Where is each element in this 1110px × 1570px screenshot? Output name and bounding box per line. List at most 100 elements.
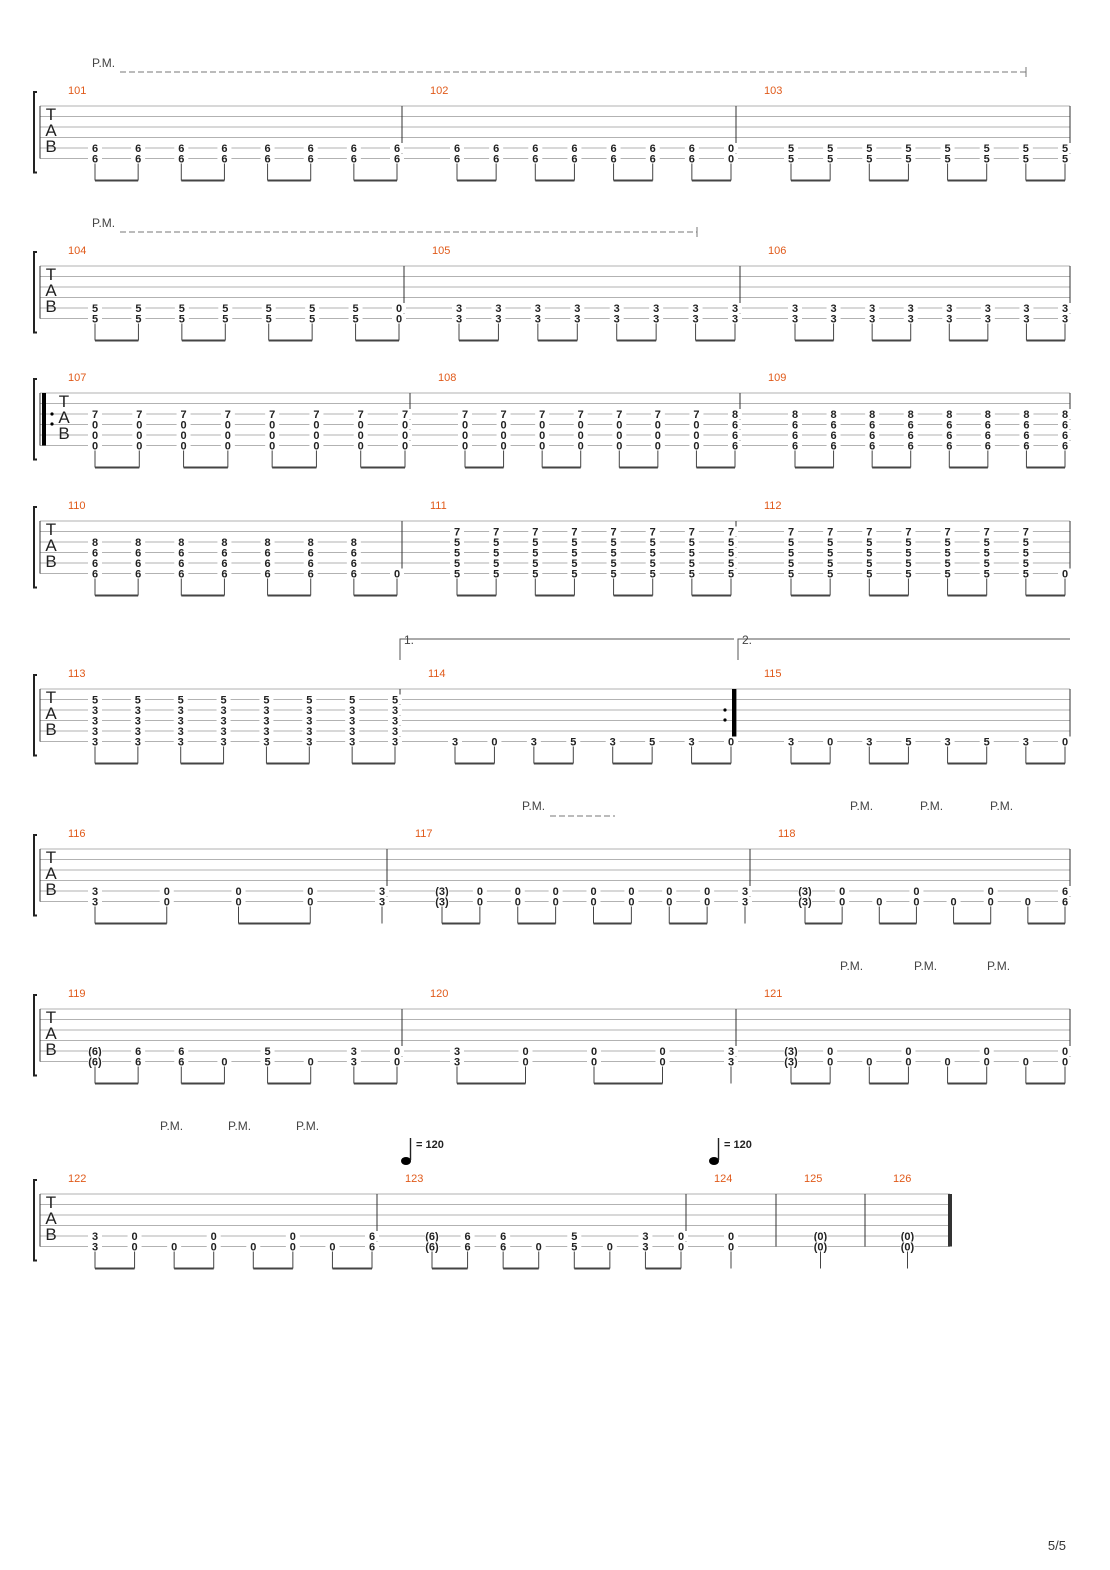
fret-mask bbox=[684, 537, 699, 547]
fret-mask bbox=[174, 313, 189, 324]
fret-number: 3 bbox=[349, 705, 355, 717]
fret-number: 3 bbox=[306, 716, 312, 728]
fret-mask bbox=[586, 886, 601, 896]
fret-mask bbox=[788, 303, 802, 313]
fret-number: 5 bbox=[689, 558, 695, 570]
fret-mask bbox=[174, 568, 189, 579]
fret-number: 3 bbox=[728, 1046, 734, 1058]
fret-number: 0 bbox=[358, 430, 364, 442]
fret-number: 3 bbox=[379, 897, 385, 909]
system-bracket bbox=[33, 378, 37, 461]
fret-mask bbox=[216, 736, 231, 747]
fret-mask bbox=[724, 736, 738, 747]
fret-mask bbox=[88, 736, 102, 747]
fret-number: 5 bbox=[571, 1242, 577, 1254]
fret-mask bbox=[217, 568, 232, 579]
fret-number: 7 bbox=[728, 527, 734, 539]
fret-mask bbox=[724, 526, 738, 537]
repeat-dot bbox=[723, 718, 727, 722]
fret-number: 6 bbox=[178, 143, 184, 155]
fret-number: (6) bbox=[425, 1231, 439, 1243]
fret-mask bbox=[390, 1046, 404, 1056]
fret-mask bbox=[88, 1056, 102, 1067]
fret-mask bbox=[131, 1046, 146, 1056]
fret-number: 0 bbox=[396, 303, 402, 315]
fret-mask bbox=[606, 537, 621, 547]
fret-mask bbox=[246, 1241, 261, 1252]
fret-number: 6 bbox=[308, 143, 314, 155]
fret-number: 7 bbox=[181, 409, 187, 421]
fret-number: 0 bbox=[181, 420, 187, 432]
fret-number: 0 bbox=[308, 1057, 314, 1069]
fret-number: 0 bbox=[225, 430, 231, 442]
fret-number: 6 bbox=[351, 143, 357, 155]
fret-number: 3 bbox=[349, 726, 355, 738]
fret-number: 5 bbox=[945, 569, 951, 581]
fret-number: 3 bbox=[178, 705, 184, 717]
fret-number: 0 bbox=[92, 441, 98, 453]
fret-number: 5 bbox=[827, 143, 833, 155]
fret-number: 6 bbox=[571, 154, 577, 166]
fret-number: 0 bbox=[235, 897, 241, 909]
fret-mask bbox=[724, 547, 738, 558]
fret-mask bbox=[903, 440, 918, 451]
system-bracket bbox=[33, 1179, 37, 1262]
fret-number: 8 bbox=[869, 409, 875, 421]
fret-number: 6 bbox=[732, 430, 738, 442]
fret-mask bbox=[738, 896, 752, 907]
fret-mask bbox=[862, 143, 877, 153]
palm-mute-label: P.M. bbox=[522, 799, 545, 813]
fret-mask bbox=[823, 526, 838, 537]
fret-mask bbox=[823, 1056, 838, 1067]
fret-mask bbox=[655, 1056, 670, 1067]
fret-number: 6 bbox=[831, 420, 837, 432]
fret-mask bbox=[548, 896, 563, 907]
fret-mask bbox=[425, 1241, 439, 1252]
fret-number: 0 bbox=[92, 430, 98, 442]
fret-number: 8 bbox=[1062, 409, 1068, 421]
fret-number: 5 bbox=[905, 143, 911, 155]
fret-mask bbox=[518, 1056, 533, 1067]
fret-mask bbox=[1058, 1056, 1072, 1067]
fret-number: 6 bbox=[493, 143, 499, 155]
fret-mask bbox=[174, 1056, 189, 1067]
fret-mask bbox=[303, 143, 318, 153]
fret-number: 0 bbox=[659, 1057, 665, 1069]
fret-mask bbox=[983, 886, 998, 896]
fret-mask bbox=[131, 1056, 146, 1067]
measure-number: 124 bbox=[714, 1173, 732, 1185]
fret-mask bbox=[566, 736, 581, 747]
fret-number: 3 bbox=[306, 737, 312, 749]
tab-clef-letter: A bbox=[45, 1024, 57, 1043]
measure-number: 107 bbox=[68, 372, 86, 384]
fret-mask bbox=[979, 153, 994, 164]
fret-mask bbox=[174, 143, 189, 153]
fret-number: 5 bbox=[689, 548, 695, 560]
fret-number: 0 bbox=[553, 886, 559, 898]
fret-mask bbox=[265, 409, 280, 419]
fret-mask bbox=[489, 568, 504, 579]
fret-number: 6 bbox=[650, 154, 656, 166]
fret-mask bbox=[823, 153, 838, 164]
fret-number: 6 bbox=[1062, 441, 1068, 453]
fret-mask bbox=[285, 1241, 300, 1252]
fret-mask bbox=[655, 1046, 670, 1056]
fret-number: 0 bbox=[988, 897, 994, 909]
fret-number: 5 bbox=[788, 558, 794, 570]
fret-mask bbox=[159, 886, 174, 896]
fret-mask bbox=[784, 153, 798, 164]
fret-mask bbox=[784, 143, 798, 153]
fret-number: 6 bbox=[869, 420, 875, 432]
fret-mask bbox=[88, 303, 102, 313]
fret-mask bbox=[392, 313, 406, 324]
fret-mask bbox=[903, 303, 918, 313]
fret-mask bbox=[131, 547, 146, 558]
measure-number: 116 bbox=[68, 828, 86, 840]
fret-number: 6 bbox=[178, 548, 184, 560]
fret-number: 0 bbox=[866, 1057, 872, 1069]
fret-mask bbox=[1019, 303, 1034, 313]
fret-mask bbox=[489, 143, 504, 153]
fret-mask bbox=[131, 153, 146, 164]
fret-number: 7 bbox=[539, 409, 545, 421]
fret-number: 0 bbox=[628, 886, 634, 898]
